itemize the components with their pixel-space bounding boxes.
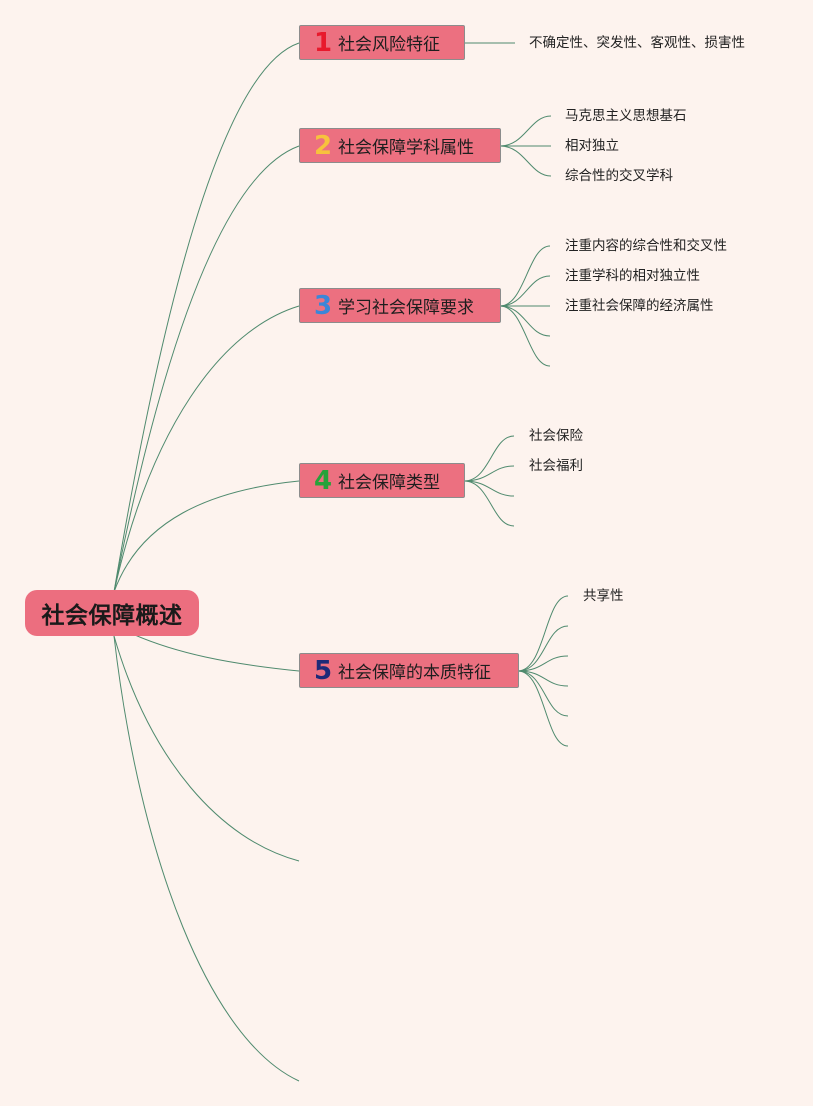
connector-b5-leaf-1 (517, 595, 569, 672)
leaf-b2-3: 综合性的交叉学科 (565, 168, 673, 184)
branch-number-2: 2 (314, 130, 333, 161)
branch-node-3[interactable]: 3 学习社会保障要求 (299, 288, 501, 323)
leaf-b3-2: 注重学科的相对独立性 (565, 268, 700, 284)
connector-root-empty-6 (113, 635, 300, 862)
branch-node-4[interactable]: 4 社会保障类型 (299, 463, 465, 498)
leaf-b2-2: 相对独立 (565, 138, 619, 154)
leaf-b4-2: 社会福利 (529, 458, 583, 474)
branch-node-2[interactable]: 2 社会保障学科属性 (299, 128, 501, 163)
connector-b4-leaf-1 (463, 435, 515, 482)
branch-label-1: 社会风险特征 (338, 35, 440, 55)
connector-b2-leaf-3 (499, 145, 552, 177)
branch-label-5: 社会保障的本质特征 (338, 663, 491, 683)
branch-number-4: 4 (314, 465, 333, 496)
connector-b3-leaf-1 (499, 245, 551, 307)
branch-label-2: 社会保障学科属性 (338, 138, 474, 158)
leaf-b3-1: 注重内容的综合性和交叉性 (565, 238, 727, 254)
connector-b3-leaf-4 (499, 305, 551, 337)
leaf-b5-1: 共享性 (583, 588, 624, 604)
connector-b5-leaf-2 (517, 625, 569, 672)
root-connectors (113, 42, 300, 1082)
branch-node-1[interactable]: 1 社会风险特征 (299, 25, 465, 60)
connector-root-branch-4 (113, 480, 300, 593)
connector-b5-leaf-4 (517, 670, 569, 687)
connector-b5-leaf-5 (517, 670, 569, 717)
branch-number-1: 1 (314, 27, 333, 58)
connector-root-branch-2 (113, 145, 300, 593)
leaf-b3-3: 注重社会保障的经济属性 (565, 298, 714, 314)
connector-root-branch-3 (113, 305, 300, 593)
branch-node-5[interactable]: 5 社会保障的本质特征 (299, 653, 519, 688)
connector-b4-leaf-2 (463, 465, 515, 482)
connector-b5-leaf-6 (517, 670, 569, 747)
connector-b5-leaf-3 (517, 655, 569, 672)
connector-b3-leaf-2 (499, 275, 551, 307)
leaf-b4-1: 社会保险 (529, 428, 583, 444)
branch-label-4: 社会保障类型 (338, 473, 440, 493)
connector-b4-leaf-3 (463, 480, 515, 497)
connector-b4-leaf-4 (463, 480, 515, 527)
connector-root-empty-7 (113, 635, 300, 1082)
leaf-connectors (463, 42, 569, 747)
root-node[interactable]: 社会保障概述 (25, 590, 199, 636)
connector-b3-leaf-5 (499, 305, 551, 367)
branch-label-3: 学习社会保障要求 (338, 298, 474, 318)
root-label: 社会保障概述 (41, 603, 183, 629)
connector-root-branch-1 (113, 42, 300, 593)
connector-b2-leaf-1 (499, 115, 552, 147)
leaf-b2-1: 马克思主义思想基石 (565, 108, 687, 124)
branch-number-5: 5 (314, 655, 333, 686)
branch-number-3: 3 (314, 290, 333, 321)
leaf-b1-1: 不确定性、突发性、客观性、损害性 (529, 35, 745, 51)
